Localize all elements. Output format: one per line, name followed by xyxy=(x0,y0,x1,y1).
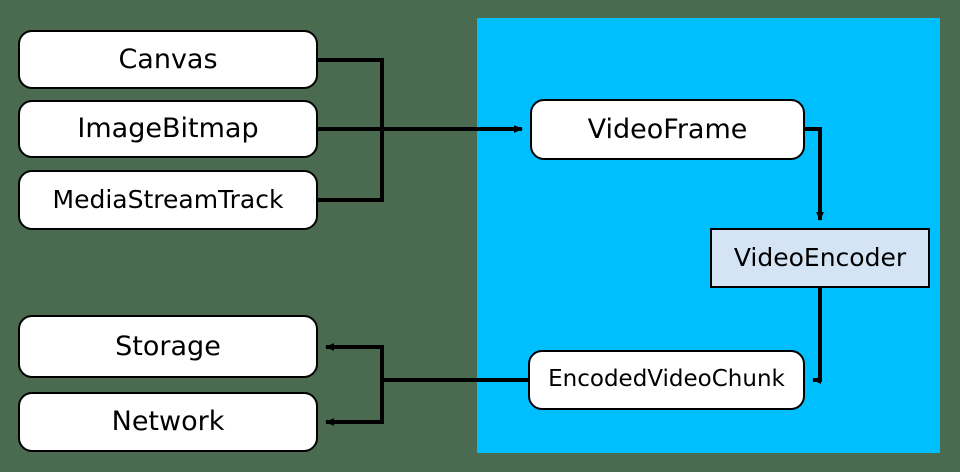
node-video-frame-label: VideoFrame xyxy=(587,113,748,145)
node-network-label: Network xyxy=(111,406,225,438)
node-media-stream-track[interactable]: MediaStreamTrack xyxy=(18,170,318,230)
node-network[interactable]: Network xyxy=(18,392,318,452)
node-encoded-video-chunk[interactable]: EncodedVideoChunk xyxy=(528,350,805,410)
edge-canvas-to-videoframe xyxy=(318,58,384,129)
edge-encodedvideochunk-to-network xyxy=(325,380,384,426)
node-media-stream-track-label: MediaStreamTrack xyxy=(52,185,284,215)
node-canvas-label: Canvas xyxy=(118,43,218,75)
node-image-bitmap-label: ImageBitmap xyxy=(77,113,259,145)
node-encoded-video-chunk-label: EncodedVideoChunk xyxy=(548,366,785,393)
edge-encodedvideochunk-to-storage xyxy=(325,343,384,380)
node-canvas[interactable]: Canvas xyxy=(18,30,318,89)
node-image-bitmap[interactable]: ImageBitmap xyxy=(18,100,318,158)
node-video-encoder[interactable]: VideoEncoder xyxy=(710,228,930,288)
node-storage[interactable]: Storage xyxy=(18,315,318,378)
node-storage-label: Storage xyxy=(115,330,221,362)
edge-mediastreamtrack-to-videoframe xyxy=(318,129,384,202)
node-video-frame[interactable]: VideoFrame xyxy=(530,99,805,160)
node-video-encoder-label: VideoEncoder xyxy=(733,243,907,273)
